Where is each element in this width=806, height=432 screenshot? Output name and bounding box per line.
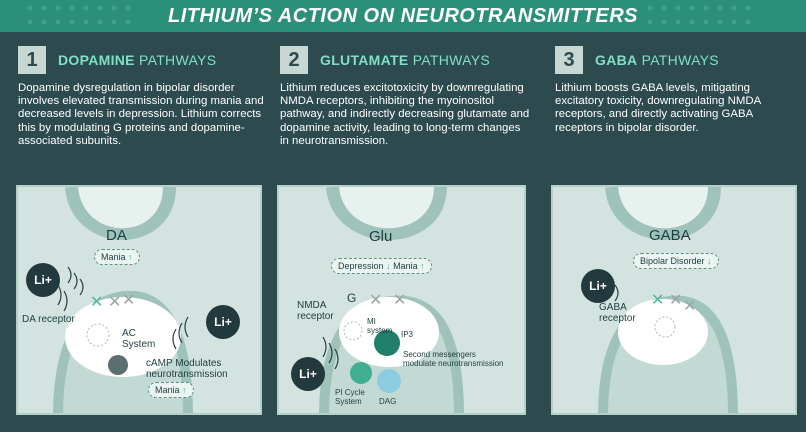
svg-text:✕: ✕ <box>369 290 382 309</box>
lithium-ion: Li+ <box>291 357 325 391</box>
mania-text: Mania <box>155 385 180 395</box>
section-description: Lithium boosts GABA levels, mitigating e… <box>555 82 761 134</box>
lithium-ion-right: Li+ <box>206 305 240 339</box>
svg-text:✕: ✕ <box>122 290 135 309</box>
mania-pill-bottom: Mania ↑ <box>148 382 194 398</box>
svg-text:✕: ✕ <box>683 296 696 315</box>
section-title-rest: PATHWAYS <box>408 52 491 68</box>
section-title-bold: DOPAMINE <box>58 52 135 68</box>
svg-text:✕: ✕ <box>651 290 664 309</box>
bipolar-text: Bipolar Disorder <box>640 256 705 266</box>
arrow-down-icon: ↓ <box>707 256 712 266</box>
section-number: 1 <box>18 46 46 74</box>
depression-text: Depression <box>338 261 384 271</box>
arrow-up-icon: ↑ <box>182 385 187 395</box>
banner-decoration-right <box>640 0 760 32</box>
lithium-ion: Li+ <box>581 269 615 303</box>
svg-text:✕: ✕ <box>393 290 406 309</box>
dopamine-diagram: ✕ ✕ ✕ DA Mania ↑ Li+ DA receptor AC Syst… <box>16 185 262 415</box>
neurotransmitter-label: GABA <box>649 227 691 244</box>
dag-label: DAG <box>379 397 397 406</box>
section-title-bold: GABA <box>595 52 638 68</box>
glutamate-synapse-illustration: ✕ ✕ <box>319 187 464 413</box>
g-label: G <box>347 291 357 305</box>
section-title-rest: PATHWAYS <box>134 52 217 68</box>
gaba-diagram: ✕ ✕ ✕ GABA Bipolar Disorder ↓ Li+ GABA r… <box>551 185 797 415</box>
section-title: GLUTAMATE PATHWAYS <box>320 52 490 68</box>
pi-cycle-label: PI Cycle System <box>335 388 365 406</box>
arrow-up-icon: ↑ <box>420 261 425 271</box>
camp-label: cAMP Modulates neurotransmission <box>146 358 228 380</box>
section-number: 2 <box>280 46 308 74</box>
lithium-ion-left: Li+ <box>26 263 60 297</box>
svg-text:✕: ✕ <box>90 292 103 311</box>
mania-pill: Mania ↑ <box>94 249 140 265</box>
svg-text:✕: ✕ <box>669 290 682 309</box>
page-title: LITHIUM’S ACTION ON NEUROTRANSMITTERS <box>168 5 638 27</box>
glutamate-diagram: ✕ ✕ Glu Depression ↓ Mania ↑ NMDA recept… <box>277 185 526 415</box>
mania-text: Mania <box>101 252 126 262</box>
receptor-label: NMDA receptor <box>297 300 334 322</box>
mania-text: Mania <box>393 261 418 271</box>
banner-decoration-left <box>20 0 140 32</box>
section-title: DOPAMINE PATHWAYS <box>58 52 216 68</box>
section-title-rest: PATHWAYS <box>637 52 719 68</box>
ac-system-label: AC System <box>122 328 156 350</box>
gaba-synapse-illustration: ✕ ✕ ✕ <box>598 187 738 413</box>
section-title-bold: GLUTAMATE <box>320 52 409 68</box>
section-description: Dopamine dysregulation in bipolar disord… <box>18 82 264 147</box>
title-banner: LITHIUM’S ACTION ON NEUROTRANSMITTERS <box>0 0 806 32</box>
bipolar-disorder-pill: Bipolar Disorder ↓ <box>633 253 719 269</box>
mi-system-label: MI system <box>367 317 393 335</box>
second-messengers-label: Second messengers modulate neurotransmis… <box>403 350 504 368</box>
ip3-label: IP3 <box>401 330 414 339</box>
receptor-label: GABA receptor <box>599 302 636 324</box>
svg-text:✕: ✕ <box>108 292 121 311</box>
neurotransmitter-label: Glu <box>369 228 393 245</box>
section-title: GABA PATHWAYS <box>595 52 719 68</box>
dopamine-synapse-illustration: ✕ ✕ ✕ <box>53 187 193 413</box>
arrow-up-icon: ↑ <box>128 252 133 262</box>
section-number: 3 <box>555 46 583 74</box>
neurotransmitter-label: DA <box>106 227 127 244</box>
receptor-label: DA receptor <box>22 314 75 325</box>
arrow-down-icon: ↓ <box>386 261 391 271</box>
depression-mania-pill: Depression ↓ Mania ↑ <box>331 258 432 274</box>
section-description: Lithium reduces excitotoxicity by downre… <box>280 82 530 147</box>
